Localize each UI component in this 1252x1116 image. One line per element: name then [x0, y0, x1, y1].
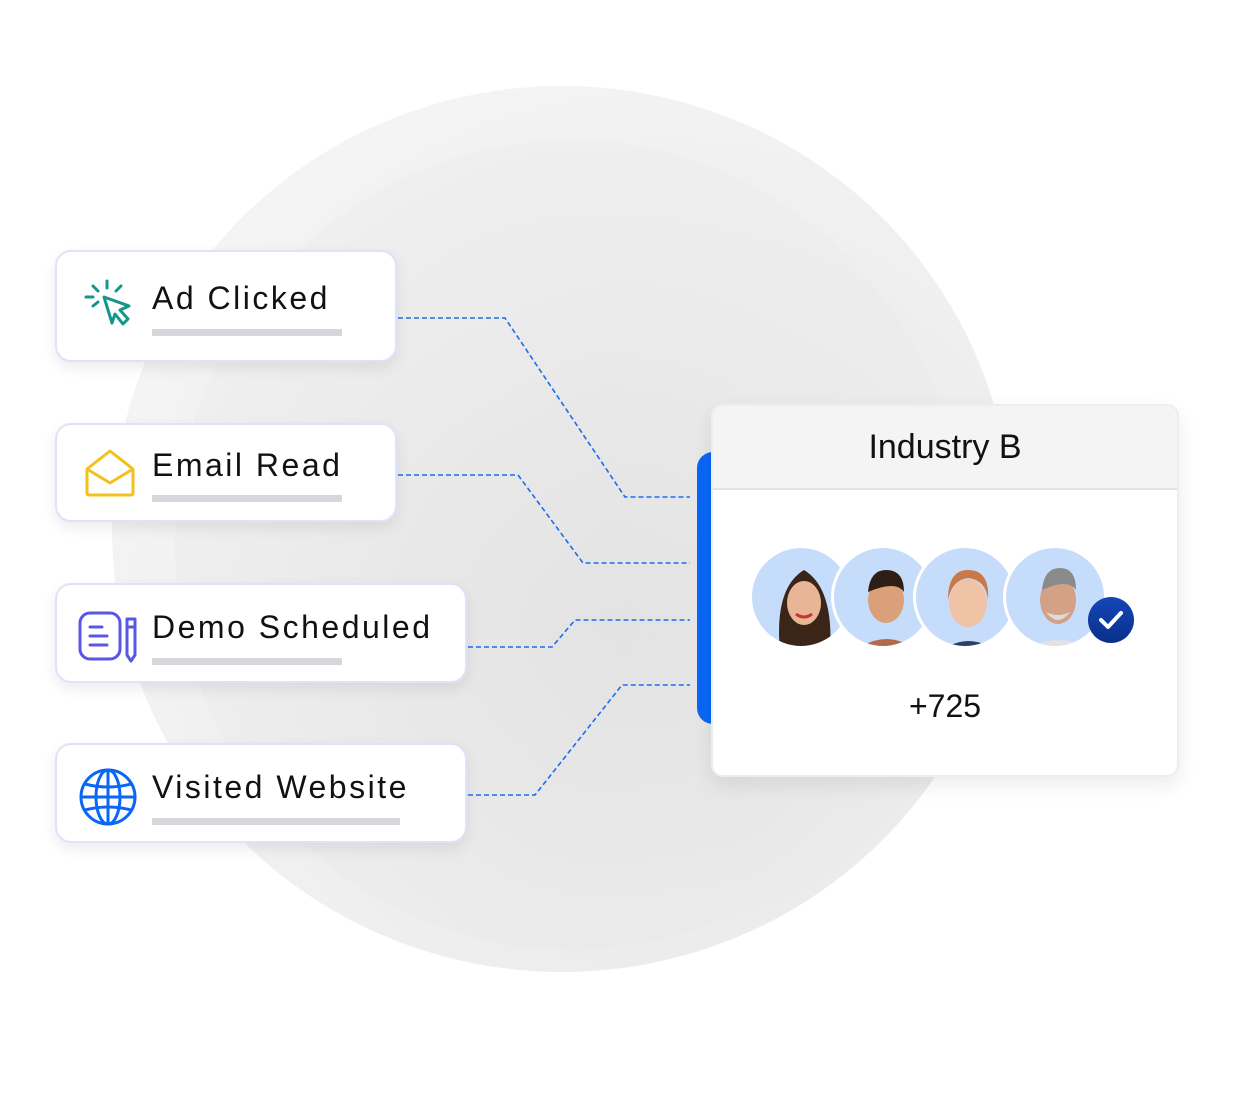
placeholder-bar [152, 818, 400, 825]
event-label: Visited Website [152, 769, 409, 805]
check-badge-icon [1088, 597, 1134, 643]
event-label: Email Read [152, 447, 343, 483]
segment-title: Industry B [713, 406, 1177, 490]
document-pencil-icon [78, 611, 137, 663]
connector-email-read [398, 474, 690, 564]
globe-icon [79, 768, 137, 826]
connector-visited-website [468, 684, 690, 796]
envelope-open-icon [85, 449, 135, 497]
event-card-ad-clicked[interactable]: Ad Clicked [55, 250, 397, 362]
connector-ad-clicked [398, 317, 690, 498]
event-card-demo-scheduled[interactable]: Demo Scheduled [55, 583, 467, 683]
older-man-avatar [1003, 545, 1107, 649]
segment-count: +725 [908, 688, 982, 724]
placeholder-bar [152, 329, 342, 336]
event-card-email-read[interactable]: Email Read [55, 423, 397, 522]
older-woman-avatar [913, 545, 1017, 649]
event-label: Demo Scheduled [152, 609, 433, 645]
connector-demo-scheduled [468, 619, 690, 648]
placeholder-bar [152, 658, 342, 665]
event-label: Ad Clicked [152, 280, 330, 316]
cursor-click-icon [84, 279, 131, 326]
event-card-visited-website[interactable]: Visited Website [55, 743, 467, 843]
placeholder-bar [152, 495, 342, 502]
